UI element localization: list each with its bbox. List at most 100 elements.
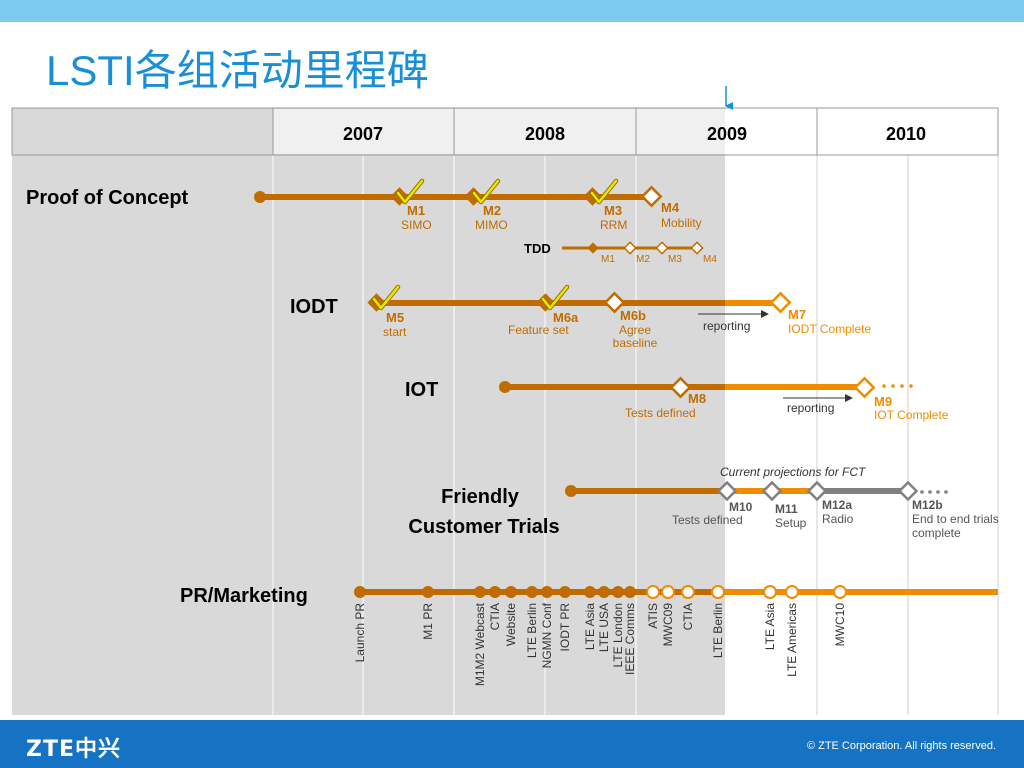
footer-bar: ZTE中兴 © ZTE Corporation. All rights rese… xyxy=(0,720,1024,768)
fct-m12b-label-line2: complete xyxy=(912,526,961,540)
pr-event-dot xyxy=(661,585,675,599)
pr-event-label: LTE Berlin xyxy=(711,603,725,658)
pr-event-dot xyxy=(763,585,777,599)
iodt-m7-code: M7 xyxy=(788,307,806,322)
top-banner xyxy=(0,0,1024,22)
poc-m2-label: MIMO xyxy=(475,218,508,232)
pr-event-dot xyxy=(598,586,610,598)
iot-milestone-markers xyxy=(669,376,876,399)
fct-m12b-label-line1: End to end trials xyxy=(912,512,999,526)
pr-event-dot xyxy=(646,585,660,599)
tdd-milestone-markers xyxy=(587,241,704,255)
poc-m4-code: M4 xyxy=(661,200,680,215)
poc-m3-label: RRM xyxy=(600,218,627,232)
poc-start-dot xyxy=(254,191,266,203)
fct-m12a-label: Radio xyxy=(822,512,854,526)
year-label-2008: 2008 xyxy=(525,124,565,144)
pr-event-label: Launch PR xyxy=(353,603,367,663)
pr-event-dot xyxy=(489,586,501,598)
tdd-m1-code: M1 xyxy=(601,254,615,265)
pr-event-label: NGMN Conf xyxy=(540,602,554,668)
year-label-2010: 2010 xyxy=(886,124,926,144)
copyright-notice: © ZTE Corporation. All rights reserved. xyxy=(806,740,996,752)
pr-event-label: LTE Americas xyxy=(785,603,799,677)
pr-event-dot xyxy=(505,586,517,598)
iodt-m5-code: M5 xyxy=(386,310,404,325)
page-title: LSTI各组活动里程碑 xyxy=(46,47,429,94)
fct-start-dot xyxy=(565,485,577,497)
row-label-iot: IOT xyxy=(405,379,438,401)
iot-start-dot xyxy=(499,381,511,393)
row-label-fct-line2: Customer Trials xyxy=(408,516,559,538)
tdd-m3-code: M3 xyxy=(668,254,682,265)
grid-lines xyxy=(362,108,637,715)
pr-event-dot xyxy=(624,586,636,598)
iot-m8-code: M8 xyxy=(688,391,706,406)
pr-event-dot xyxy=(474,586,486,598)
iodt-m5-label: start xyxy=(383,325,407,339)
pr-event-label: M1M2 Webcast xyxy=(473,602,487,686)
pr-event-label: CTIA xyxy=(681,603,695,630)
pr-event-label: ATIS xyxy=(646,603,660,629)
pr-event-dot xyxy=(559,586,571,598)
pr-event-dot xyxy=(422,586,434,598)
milestone-timeline-diagram: 2007 2008 2009 2010 Proof of Concept M1 … xyxy=(11,86,999,715)
pr-event-label: LTE Berlin xyxy=(525,603,539,658)
fct-m11-code: M11 xyxy=(775,502,798,516)
pr-event-dot xyxy=(541,586,553,598)
pr-event-label: MWC10 xyxy=(833,603,847,647)
pr-event-dot xyxy=(584,586,596,598)
poc-m2-code: M2 xyxy=(483,203,501,218)
poc-m3-code: M3 xyxy=(604,203,622,218)
iodt-m6a-label: Feature set xyxy=(508,323,569,337)
fct-m10-label: Tests defined xyxy=(672,513,743,527)
row-label-fct-line1: Friendly xyxy=(441,486,520,508)
pr-event-label: M1 PR xyxy=(421,603,435,640)
pr-event-label: LTE USA xyxy=(597,603,611,652)
zte-logo: ZTE中兴 xyxy=(26,737,121,762)
iodt-m6b-label-line2: baseline xyxy=(613,336,658,350)
pr-event-label: IEEE Comms xyxy=(623,603,637,675)
tdd-label: TDD xyxy=(524,241,551,256)
poc-m4-label: Mobility xyxy=(661,216,702,230)
pr-event-dot xyxy=(526,586,538,598)
year-label-2009: 2009 xyxy=(707,124,747,144)
tdd-m2-code: M2 xyxy=(636,254,650,265)
iodt-reporting-label: reporting xyxy=(703,319,750,333)
pr-event-label: LTE Asia xyxy=(583,603,597,650)
iot-reporting-label: reporting xyxy=(787,401,834,415)
row-label-iodt: IODT xyxy=(290,296,338,318)
fct-projection-note: Current projections for FCT xyxy=(720,465,867,479)
pr-event-label: CTIA xyxy=(488,603,502,630)
iodt-m6b-code: M6b xyxy=(620,308,646,323)
pr-event-label: LTE London xyxy=(611,603,625,668)
year-label-2007: 2007 xyxy=(343,124,383,144)
pr-event-dot xyxy=(354,586,366,598)
poc-m1-label: SIMO xyxy=(401,218,432,232)
pr-event-dot xyxy=(681,585,695,599)
row-label-proof-of-concept: Proof of Concept xyxy=(26,187,189,209)
year-header-future-cells xyxy=(725,109,997,154)
row-label-pr-marketing: PR/Marketing xyxy=(180,585,308,607)
tdd-m4-code: M4 xyxy=(703,254,717,265)
pr-event-dot xyxy=(612,586,624,598)
iot-m9-label: IOT Complete xyxy=(874,408,949,422)
iodt-m6a-code: M6a xyxy=(553,310,579,325)
past-period-shade xyxy=(12,108,725,715)
fct-continuation-dots xyxy=(920,490,948,494)
pr-event-label: LTE Asia xyxy=(763,603,777,650)
iot-m8-label: Tests defined xyxy=(625,406,696,420)
pr-event-dot xyxy=(833,585,847,599)
iot-m9-code: M9 xyxy=(874,394,892,409)
iot-continuation-dots xyxy=(882,384,913,388)
fct-m10-code: M10 xyxy=(729,500,753,514)
fct-milestone-markers xyxy=(716,480,919,502)
fct-m11-label: Setup xyxy=(775,516,807,530)
pr-event-label: IODT PR xyxy=(558,603,572,652)
fct-m12b-code: M12b xyxy=(912,498,943,512)
future-grid-lines xyxy=(816,108,999,715)
pr-event-dot xyxy=(711,585,725,599)
iodt-m7-label: IODT Complete xyxy=(788,322,871,336)
year-header xyxy=(11,107,999,156)
